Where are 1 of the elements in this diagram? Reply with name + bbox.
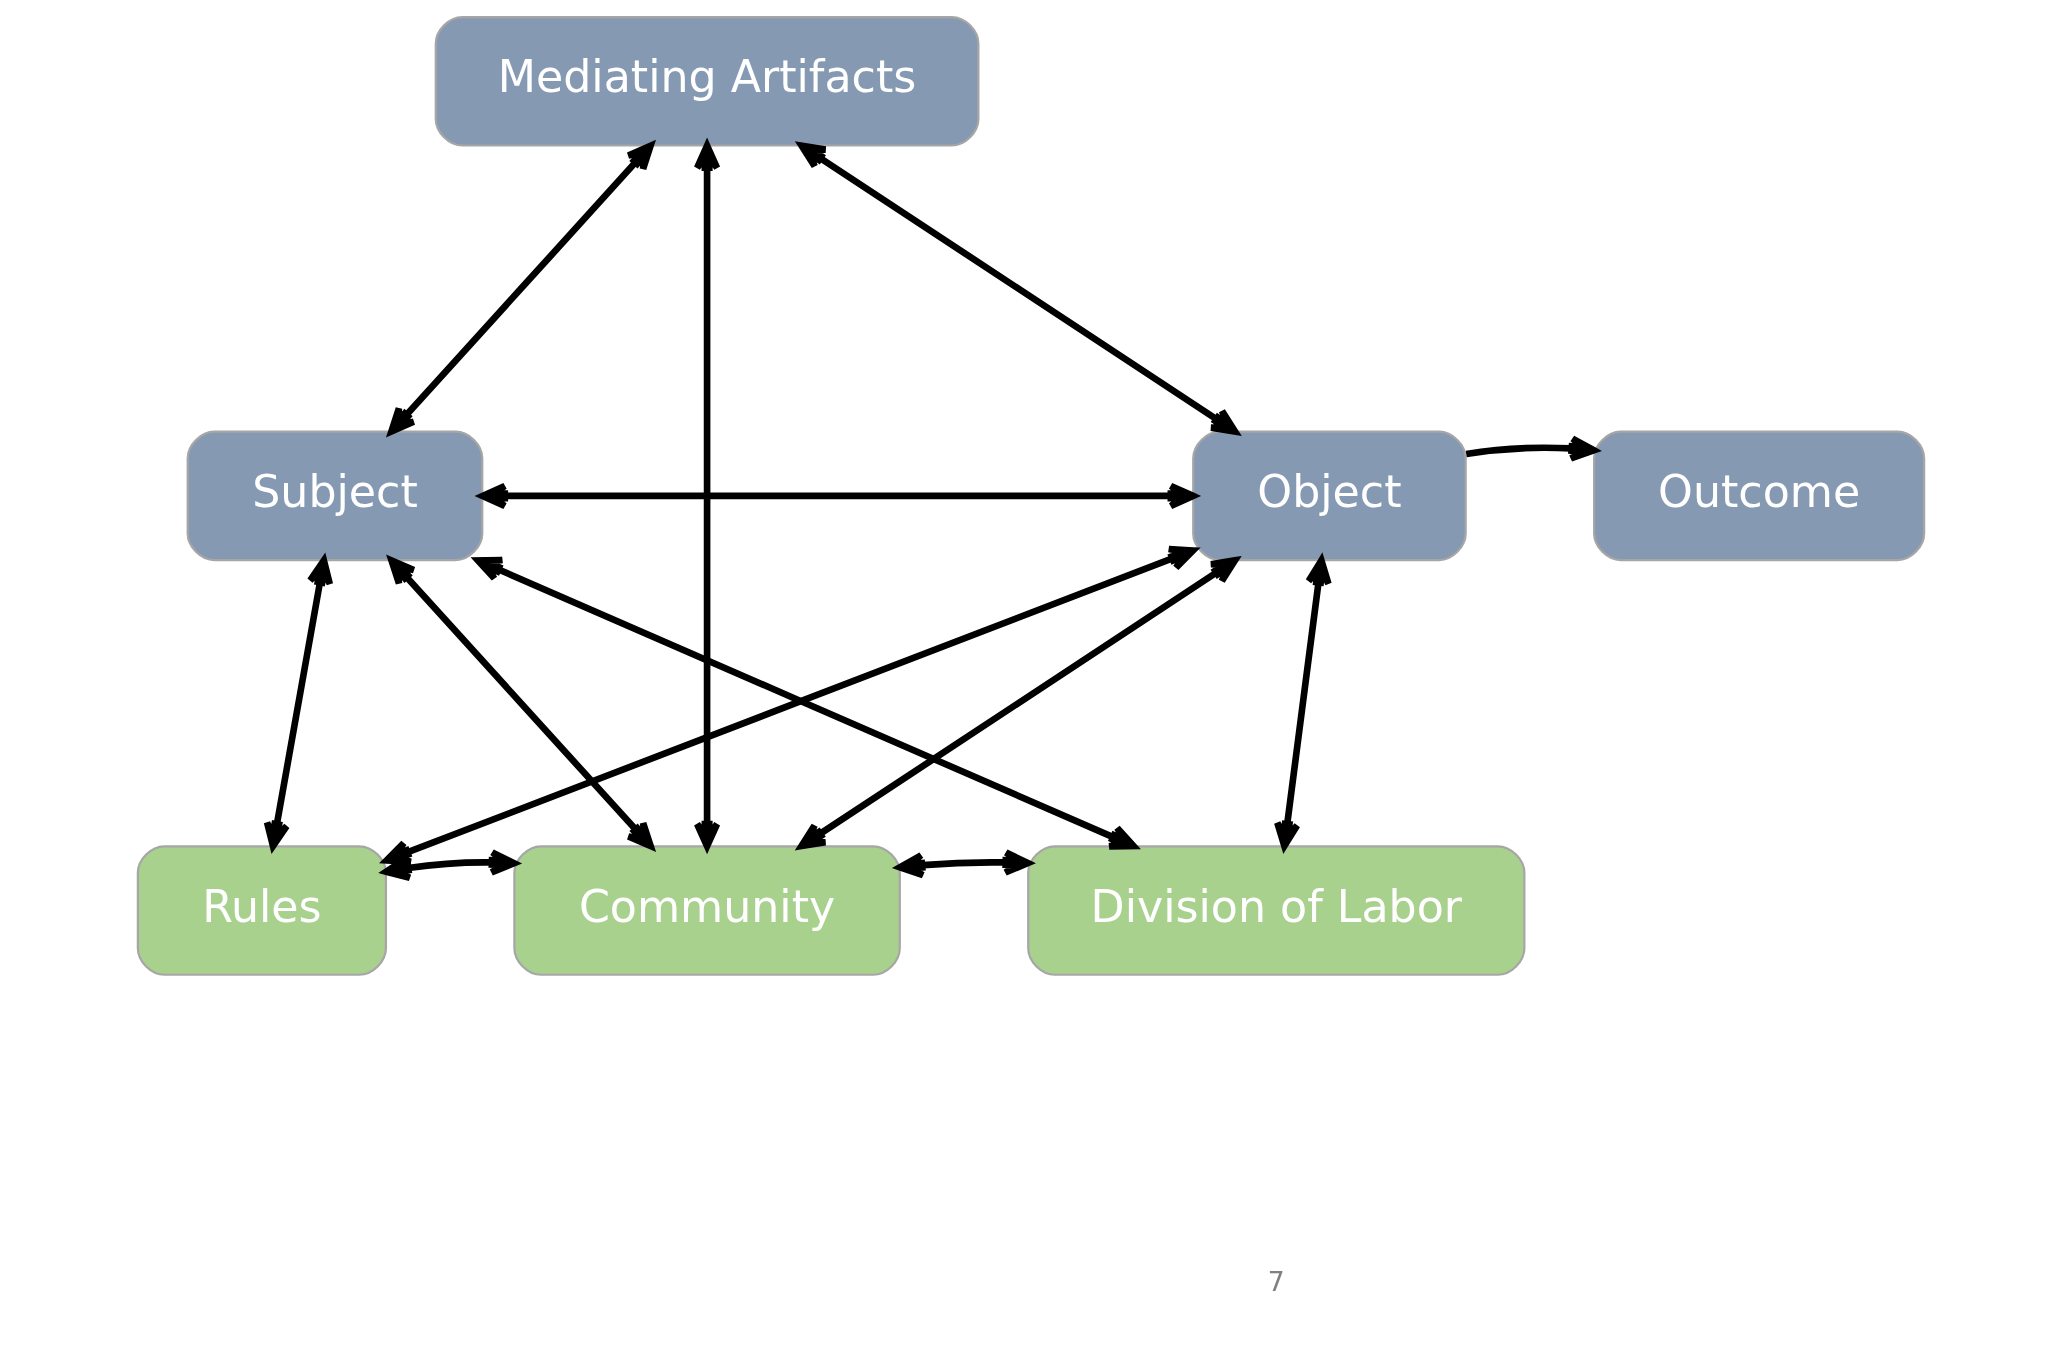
label: 7 [1267,1265,1285,1297]
